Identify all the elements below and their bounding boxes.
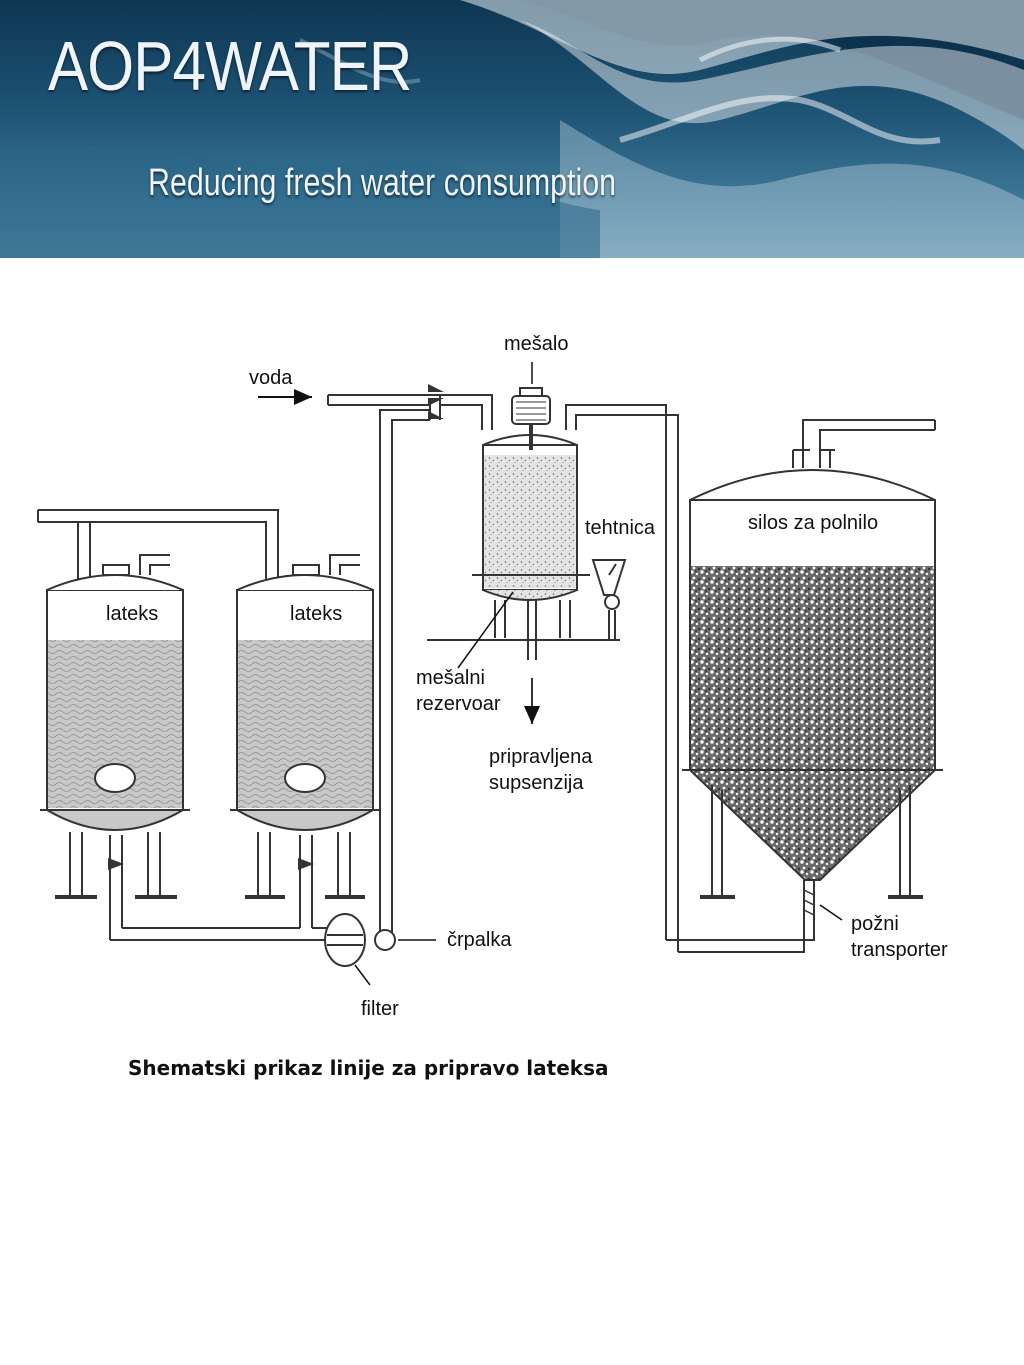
label-conveyor-line1: požni	[851, 913, 899, 935]
label-mixer: mešalo	[504, 333, 568, 355]
process-diagram: voda mešalo tehtnica silos za polnilo la…	[37, 333, 948, 1020]
label-latex-tank-2: lateks	[290, 603, 342, 625]
silo	[682, 419, 943, 899]
brand-title: AOP4WATER	[48, 27, 412, 105]
brand-tagline: Reducing fresh water consumption	[148, 162, 617, 204]
label-filter: filter	[361, 998, 399, 1020]
bottom-manifold-pipe	[110, 927, 330, 941]
label-scale: tehtnica	[585, 517, 656, 539]
water-inlet-pipe	[327, 394, 493, 430]
latex-tank-1	[40, 554, 190, 940]
latex-tank-2	[230, 554, 380, 928]
filter	[324, 913, 366, 967]
conveyor	[666, 880, 815, 953]
mixer-motor	[511, 387, 551, 450]
valve-icon	[108, 858, 124, 870]
label-pump: črpalka	[447, 929, 512, 951]
diagram-caption: Shematski prikaz linije za pripravo late…	[128, 1056, 609, 1080]
label-water: voda	[249, 367, 293, 389]
label-output-line2: supsenzija	[489, 772, 584, 794]
label-silo: silos za polnilo	[748, 512, 878, 534]
mixing-tank	[427, 404, 679, 952]
pump	[374, 929, 396, 951]
header-banner: AOP4WATER Reducing fresh water consumpti…	[0, 0, 1024, 258]
valve-icon	[298, 858, 314, 870]
valve-icon	[428, 384, 444, 419]
ocean-wave-image	[0, 0, 1024, 258]
scale	[591, 559, 627, 640]
label-mixing-tank-line1: mešalni	[416, 667, 485, 689]
label-latex-tank-1: lateks	[106, 603, 158, 625]
label-output-line1: pripravljena	[489, 746, 593, 768]
label-mixing-tank-line2: rezervoar	[416, 693, 501, 715]
riser-pipe	[379, 409, 430, 938]
label-conveyor-line2: transporter	[851, 939, 948, 961]
